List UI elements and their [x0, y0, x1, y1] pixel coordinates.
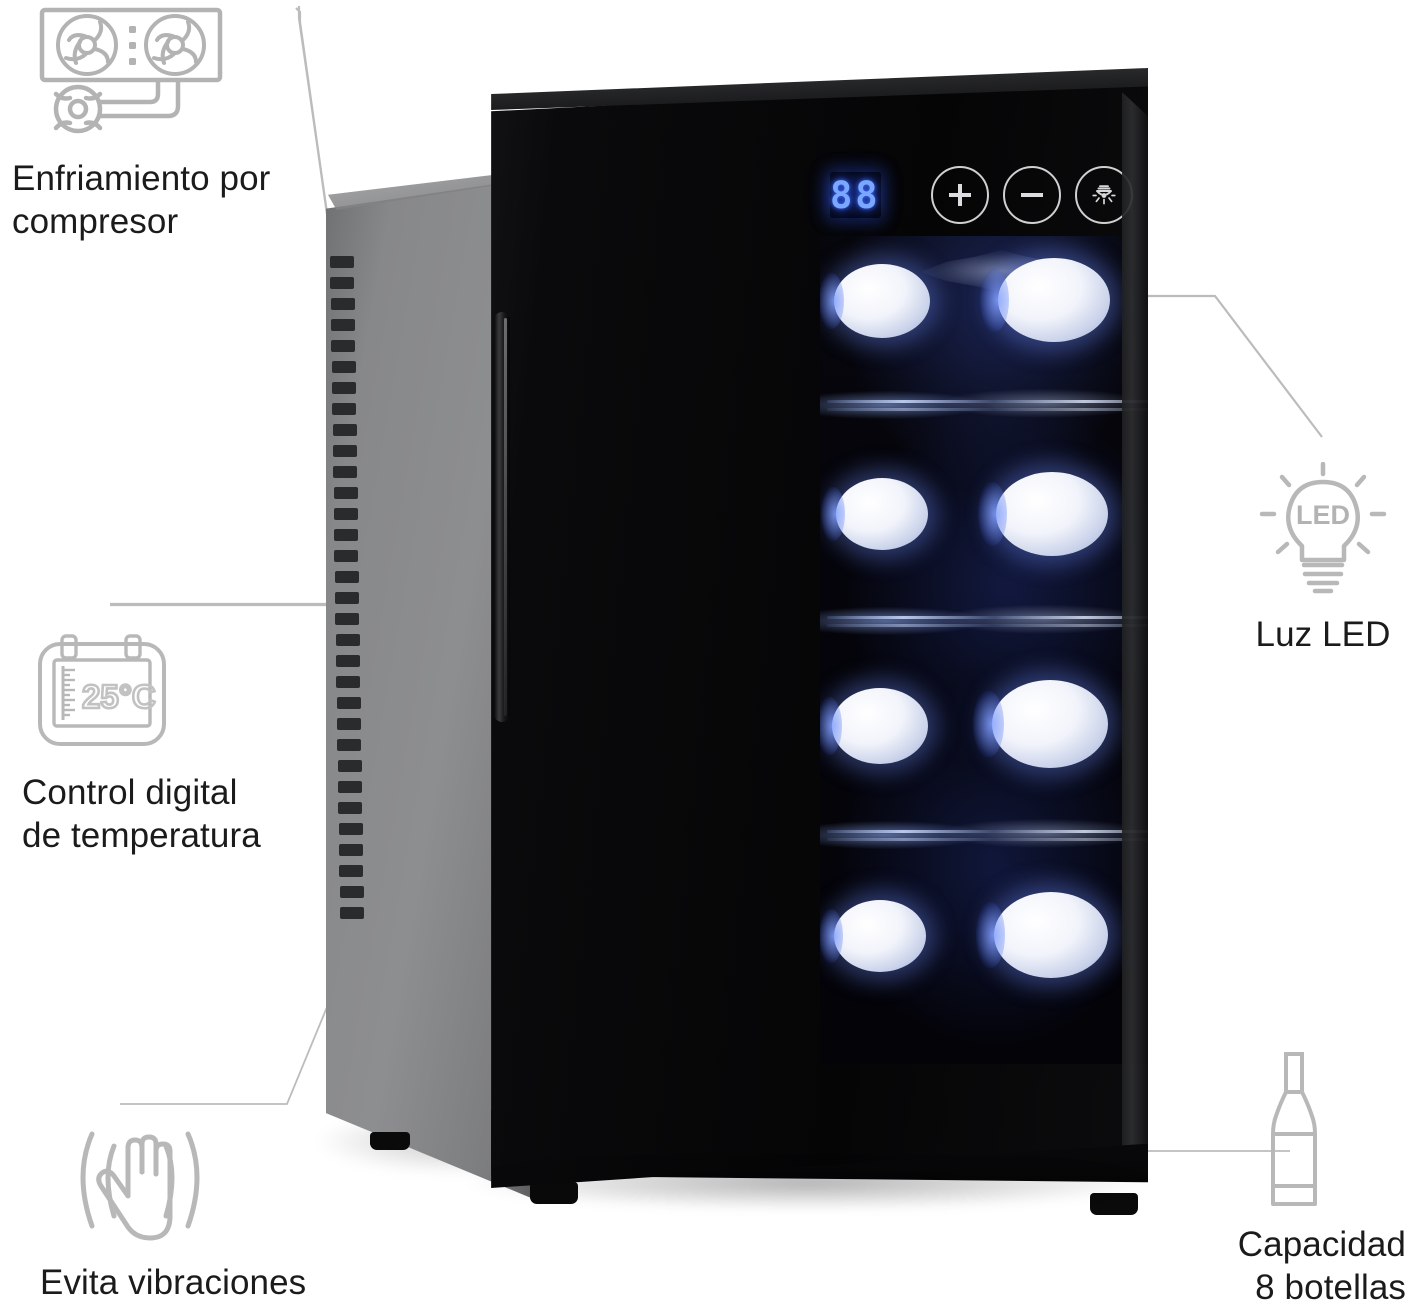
vent-slot: [337, 760, 362, 772]
vent-slot: [330, 256, 354, 268]
vent-slot: [333, 466, 358, 478]
feature-label: Capacidad 8 botellas: [1237, 1225, 1406, 1307]
plus-icon: [948, 184, 971, 206]
product-floor-shadow: [468, 1164, 1148, 1210]
vent-slot: [332, 403, 357, 415]
feature-label: Luz LED: [1255, 615, 1391, 654]
wine-bottle-icon: [1271, 1052, 1317, 1206]
cabinet-foot-right: [1090, 1193, 1138, 1215]
wire-shelf: [820, 388, 1148, 422]
lamp-icon: [1091, 185, 1116, 205]
vent-slot: [337, 718, 362, 730]
bottle-cap: [820, 264, 930, 338]
temperature-display: 88: [830, 172, 881, 218]
temperature-down-button[interactable]: [1002, 166, 1061, 224]
vent-slot: [334, 571, 359, 583]
bottle-cap: [980, 258, 1110, 342]
feature-anti-vibration: Evita vibraciones: [40, 1120, 350, 1305]
vent-slot: [338, 802, 363, 814]
digital-thermostat-icon: 25°C: [38, 634, 166, 746]
door-handle[interactable]: [494, 312, 510, 722]
vent-slot: [331, 340, 356, 352]
bottle-cap: [820, 900, 926, 972]
feature-bottle-capacity: Capacidad 8 botellas: [1108, 1050, 1406, 1309]
vent-slot: [331, 361, 356, 373]
vent-slot: [330, 319, 355, 331]
door-handle-highlight: [504, 318, 507, 716]
compressor-fans-icon: [39, 7, 223, 134]
hand-vibration-icon: [80, 1131, 200, 1241]
vent-slot: [338, 781, 362, 793]
led-bulb-label: LED: [1296, 500, 1350, 530]
temperature-display-value: 88: [830, 173, 881, 217]
vent-slot: [337, 739, 362, 751]
vent-slot: [330, 298, 355, 310]
cabinet-foot-left: [530, 1182, 578, 1204]
vent-slot: [331, 382, 356, 394]
wine-cooler-product-image: 88: [318, 60, 1148, 1215]
thermostat-display-value: 25°C: [82, 678, 156, 715]
vent-slot: [338, 844, 363, 856]
ventilation-slots: [330, 256, 364, 956]
led-bulb-icon: LED: [1259, 462, 1387, 594]
vent-slot: [336, 655, 361, 667]
feature-label: Control digital de temperatura: [22, 773, 261, 855]
vent-slot: [334, 529, 359, 541]
bottle-cap: [820, 688, 928, 764]
bottle-cap: [975, 892, 1108, 978]
wire-shelf: [820, 604, 1148, 638]
cabinet-foot-side: [370, 1132, 410, 1150]
vent-slot: [332, 424, 357, 436]
feature-led-light: LED Luz LED: [1238, 462, 1408, 657]
control-panel[interactable]: 88: [830, 160, 1133, 230]
door-right-edge: [1122, 92, 1148, 1188]
control-panel-buttons: [930, 166, 1133, 224]
vent-slot: [333, 508, 358, 520]
vent-slot: [338, 823, 363, 835]
feature-label: Evita vibraciones: [40, 1263, 307, 1302]
glass-door[interactable]: 88: [491, 78, 1148, 1188]
bottle-cap: [973, 680, 1108, 768]
vent-slot: [335, 592, 360, 604]
vent-slot: [330, 277, 355, 289]
vent-slot: [333, 487, 358, 499]
temperature-up-button[interactable]: [930, 166, 989, 224]
vent-slot: [336, 697, 361, 709]
vent-slot: [339, 907, 364, 919]
vent-slot: [334, 550, 359, 562]
feature-compressor-cooling: Enfriamiento por compresor: [12, 6, 312, 243]
interior-window: [820, 236, 1148, 1064]
vent-slot: [336, 676, 361, 688]
vent-slot: [339, 886, 364, 898]
wire-shelf: [820, 818, 1148, 852]
feature-digital-temperature-control: 25°C Control digital de temperatura: [22, 630, 322, 857]
vent-slot: [335, 613, 360, 625]
vent-slot: [335, 634, 360, 646]
feature-label: Enfriamiento por compresor: [12, 159, 271, 241]
bottle-cap: [978, 472, 1108, 556]
vent-slot: [339, 865, 364, 877]
bottle-cap: [821, 478, 928, 550]
minus-icon: [1020, 193, 1043, 197]
vent-slot: [332, 445, 357, 457]
